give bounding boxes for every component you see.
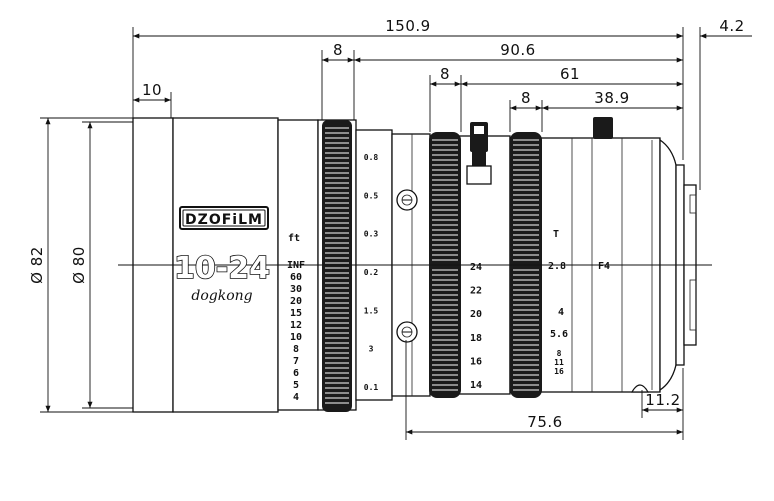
meter-mark-3: 0.2: [364, 268, 379, 277]
zoom-scale: 24 22 20 18 16 14: [470, 262, 482, 391]
focus-mark-3: 20: [290, 296, 302, 307]
dim-ring1-to-mount: 90.6: [500, 41, 535, 59]
focus-ring: [322, 120, 352, 412]
focus-mark-1: 60: [290, 272, 302, 283]
dim-bottom-span: 75.6: [527, 413, 562, 431]
focal-length-label: 10-24: [174, 251, 270, 286]
iris-mark-0: 2.8: [548, 261, 566, 272]
dim-inner-diameter: Ø 80: [70, 246, 88, 284]
brand-logo: DZOFiLM: [185, 212, 263, 228]
iris-mark-5: 11: [554, 358, 564, 367]
meter-mark-1: 0.5: [364, 191, 379, 200]
focus-mark-4: 15: [290, 308, 302, 319]
dim-mount-flange: 4.2: [719, 17, 744, 35]
iris-mark-4: 8: [557, 349, 562, 358]
focus-mark-9: 6: [293, 368, 299, 379]
iris-mark-1: F4: [598, 261, 610, 272]
focus-mark-0: INF: [287, 260, 305, 271]
support-foot: [630, 384, 650, 393]
dimensions: [40, 27, 752, 440]
brand-script: dogkong: [191, 288, 252, 304]
zoom-mark-5: 14: [470, 380, 482, 391]
iris-mark-6: 16: [554, 367, 564, 376]
lock-screw-bottom: [396, 321, 418, 343]
dim-ring2-width: 8: [440, 65, 450, 83]
zoom-mark-4: 16: [470, 356, 482, 367]
iris-scale-top: T: [553, 229, 559, 240]
focus-mark-6: 10: [290, 332, 302, 343]
focus-mark-11: 4: [293, 392, 299, 403]
dim-front-step: 10: [142, 81, 162, 99]
dim-ring3-width: 8: [521, 89, 531, 107]
dim-ring3-to-mount: 38.9: [594, 89, 629, 107]
mount-lug-top: [689, 194, 697, 214]
focus-scale-unit: ft: [288, 233, 300, 244]
meter-scale: 0.8 0.5 0.3 0.2 1.5 3 0.1: [364, 153, 379, 392]
dim-ring1-width: 8: [333, 41, 343, 59]
zoom-lever-knob: [466, 122, 492, 185]
focus-mark-10: 5: [293, 380, 299, 391]
focus-mark-7: 8: [293, 344, 299, 355]
focus-mark-8: 7: [293, 356, 299, 367]
dim-outer-diameter: Ø 82: [28, 246, 46, 284]
dim-ring2-to-mount: 61: [560, 65, 580, 83]
mount-lug-bottom: [689, 279, 697, 331]
dim-overall-length: 150.9: [385, 17, 430, 35]
zoom-mark-2: 20: [470, 309, 482, 320]
meter-mark-4: 1.5: [364, 306, 379, 315]
iris-lever-knob: [593, 117, 613, 139]
meter-mark-2: 0.3: [364, 230, 379, 239]
meter-mark-0: 0.8: [364, 153, 379, 162]
brand-logo-plate: DZOFiLM: [179, 206, 269, 230]
dim-rear-span: 11.2: [645, 391, 680, 409]
focus-mark-5: 12: [290, 320, 302, 331]
zoom-mark-0: 24: [470, 262, 482, 273]
zoom-mark-3: 18: [470, 333, 482, 344]
zoom-mark-1: 22: [470, 286, 482, 297]
meter-mark-5: 3: [369, 345, 374, 354]
focus-mark-2: 30: [290, 284, 302, 295]
iris-mark-3: 5.6: [550, 329, 568, 340]
meter-mark-6: 0.1: [364, 383, 379, 392]
lock-screw-top: [396, 189, 418, 211]
iris-mark-2: 4: [558, 307, 564, 318]
